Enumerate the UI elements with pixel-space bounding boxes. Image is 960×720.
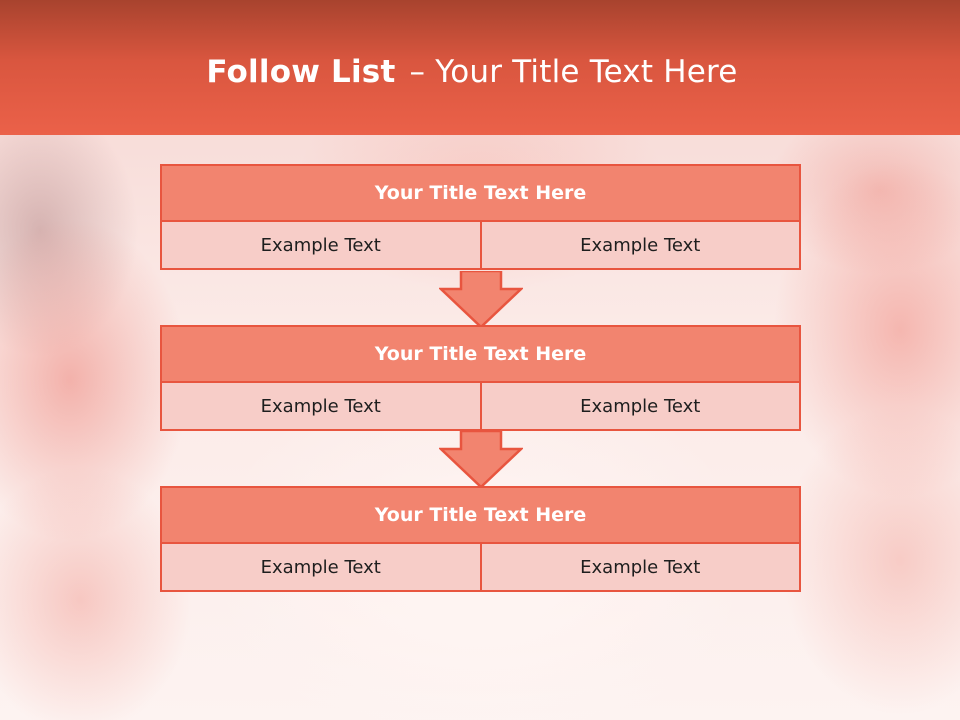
block-row: Example Text Example Text <box>162 222 799 268</box>
list-block-1: Your Title Text Here Example Text Exampl… <box>160 164 801 270</box>
slide-title-separator: – <box>409 54 426 90</box>
block-row: Example Text Example Text <box>162 544 799 590</box>
slide-title-bold: Follow List <box>206 54 396 90</box>
slide-title-rest: Your Title Text Here <box>435 54 738 90</box>
block-cell-left: Example Text <box>260 395 381 417</box>
block-cell-right: Example Text <box>479 544 800 590</box>
title-bar: Follow List–Your Title Text Here <box>0 0 960 135</box>
list-block-3: Your Title Text Here Example Text Exampl… <box>160 486 801 592</box>
down-arrow-2 <box>439 431 523 489</box>
list-block-2: Your Title Text Here Example Text Exampl… <box>160 325 801 431</box>
block-title: Your Title Text Here <box>162 327 799 383</box>
block-title: Your Title Text Here <box>162 166 799 222</box>
slide-title: Follow List–Your Title Text Here <box>0 54 944 90</box>
block-cell-right: Example Text <box>479 222 800 268</box>
block-cell-left: Example Text <box>260 556 381 578</box>
block-cell-left: Example Text <box>260 234 381 256</box>
block-title: Your Title Text Here <box>162 488 799 544</box>
block-row: Example Text Example Text <box>162 383 799 429</box>
down-arrow-1 <box>439 271 523 329</box>
block-cell-right: Example Text <box>479 383 800 429</box>
